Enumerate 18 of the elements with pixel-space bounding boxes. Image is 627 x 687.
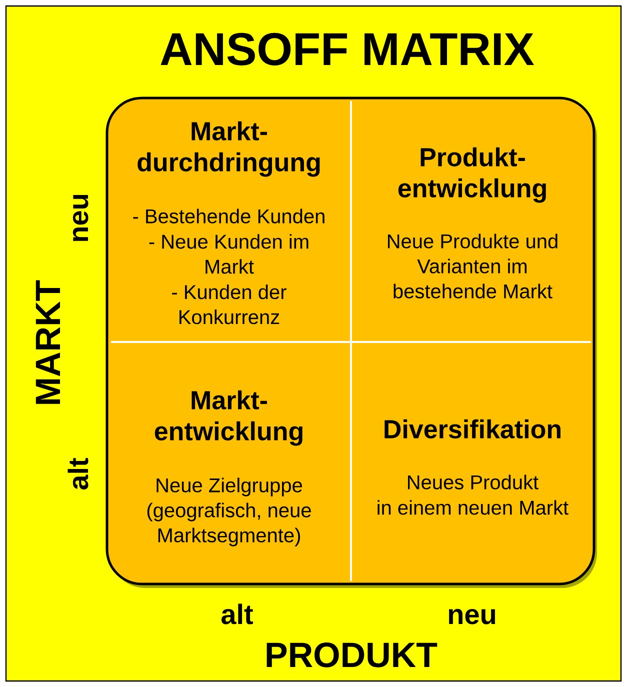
matrix-quadrant [351, 98, 594, 342]
axis-title: MARKT [36, 280, 60, 404]
quadrant-heading: Produkt- entwicklung [398, 147, 546, 203]
quadrant-heading: Diversifikation [384, 419, 560, 438]
quadrant-text: Neues Produkt [408, 474, 538, 490]
title: ANSOFF MATRIX [160, 32, 534, 66]
quadrant-text: - Bestehende Kunden [133, 208, 324, 224]
quadrant-text: Neue Produkte und Varianten im bestehende Markt [388, 234, 558, 298]
quadrant-text: - Kunden der Konkurrenz [172, 284, 286, 324]
quadrant-heading: Markt- durchdringung [138, 121, 320, 177]
quadrant-text: Neue Zielgruppe (geografisch, neue Marktsegmente) [147, 478, 311, 546]
quadrant-text: - Neue Kunden im Markt [149, 234, 308, 274]
axis-title: PRODUKT [266, 642, 438, 668]
quadrant-text: in einem neuen Markt [378, 500, 568, 515]
matrix-quadrant [107, 342, 351, 584]
matrix-quadrant [107, 98, 351, 342]
quadrant-heading: Markt- entwicklung [154, 390, 302, 446]
matrix-quadrant [351, 342, 594, 584]
